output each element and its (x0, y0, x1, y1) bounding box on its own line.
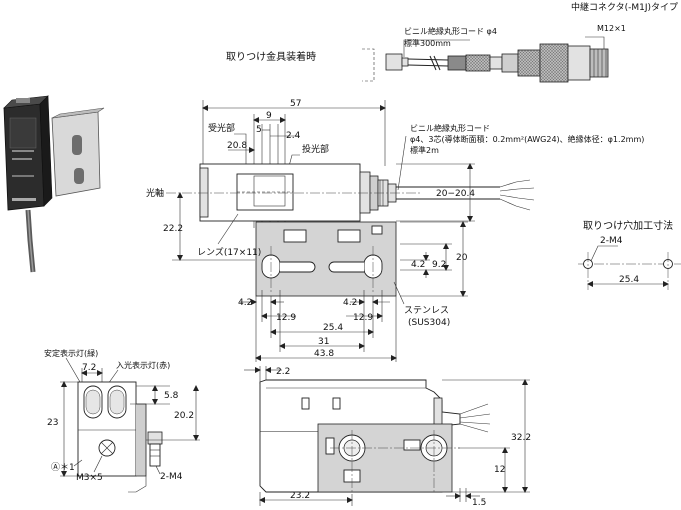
dim-5: 5 (256, 125, 262, 135)
hole-label: 2-M4 (600, 236, 623, 246)
main-view: 57 9 5 2.4 受光部 投光部 20.8 (146, 99, 644, 362)
cord-spec-line1: ビニル絶縁丸形コード (410, 123, 490, 133)
hole-pitch: 25.4 (619, 275, 639, 285)
mounted-view-title: 取りつけ金具装着時 (226, 50, 316, 63)
dim-12-9-left: 12.9 (276, 313, 296, 323)
dim-5-8: 5.8 (164, 391, 179, 401)
light-led-icon (109, 389, 125, 415)
stable-led-label: 安定表示灯(緑) (44, 348, 98, 358)
led-icon (16, 98, 30, 103)
dim-1-5: 1.5 (472, 498, 486, 506)
product-photo (3, 95, 105, 273)
optical-axis-label: 光軸 (146, 187, 164, 199)
hole-drawing: 取りつけ穴加工寸法 2-M4 25.4 (578, 219, 681, 290)
dim-32-2: 32.2 (511, 433, 531, 443)
cord-length: 標準2m (410, 145, 439, 155)
dim-31: 31 (318, 337, 329, 347)
dim-9-2: 9.2 (432, 260, 446, 270)
dim-12-9-right: 12.9 (353, 313, 373, 323)
dim-57: 57 (290, 99, 301, 109)
dim-20-20-4: 20−20.4 (436, 189, 475, 199)
connector-drawing: ビニル絶縁丸形コード φ4 標準300mm M12×1 (362, 24, 626, 83)
tap-label: 2-M4 (160, 472, 183, 482)
dim-2-2: 2.2 (276, 367, 290, 377)
dim-12: 12 (494, 465, 505, 475)
material-label: ステンレス (404, 305, 449, 316)
hole-dims-title: 取りつけ穴加工寸法 (583, 219, 673, 232)
stable-led-icon (85, 389, 101, 415)
connector-cord-length: 標準300mm (404, 38, 451, 48)
dim-2-4: 2.4 (286, 131, 301, 141)
light-led-label: 入光表示灯(赤) (116, 360, 170, 370)
dim-25-4: 25.4 (323, 323, 343, 333)
dim-7-2: 7.2 (82, 363, 96, 373)
connector-thread: M12×1 (597, 24, 626, 33)
dim-20: 20 (456, 253, 468, 263)
lens-label: レンズ(17×11) (197, 246, 261, 258)
connector-cord-spec: ビニル絶縁丸形コード φ4 (404, 26, 497, 36)
cord-spec-line2: φ4、3芯(導体断面積：0.2mm²(AWG24)、絶縁体径：φ1.2mm) (410, 134, 644, 144)
dim-4-2-left: 4.2 (238, 298, 252, 308)
screw-label: M3×5 (76, 473, 103, 483)
dim-4-2-vertical: 4.2 (411, 260, 425, 270)
dim-20-8: 20.8 (227, 141, 247, 151)
material-grade: (SUS304) (408, 318, 450, 328)
connector-type-title: 中継コネクタ(-M1J)タイプ (571, 1, 678, 13)
emitter-label: 投光部 (302, 143, 329, 155)
dim-20-2: 20.2 (174, 411, 194, 421)
dim-9: 9 (266, 111, 272, 121)
receiver-label: 受光部 (208, 122, 235, 134)
dim-4-2-right: 4.2 (343, 298, 357, 308)
dim-23-2: 23.2 (290, 491, 310, 501)
bottom-view: 2.2 32.2 12 23.2 (244, 366, 531, 508)
dim-22-2: 22.2 (163, 224, 183, 234)
side-view: 安定表示灯(緑) 入光表示灯(赤) 7.2 5.8 (44, 348, 200, 493)
dim-23: 23 (47, 418, 58, 428)
dim-43-8: 43.8 (314, 349, 334, 359)
mark-a-label: Ⓐ＊1 (51, 462, 75, 473)
